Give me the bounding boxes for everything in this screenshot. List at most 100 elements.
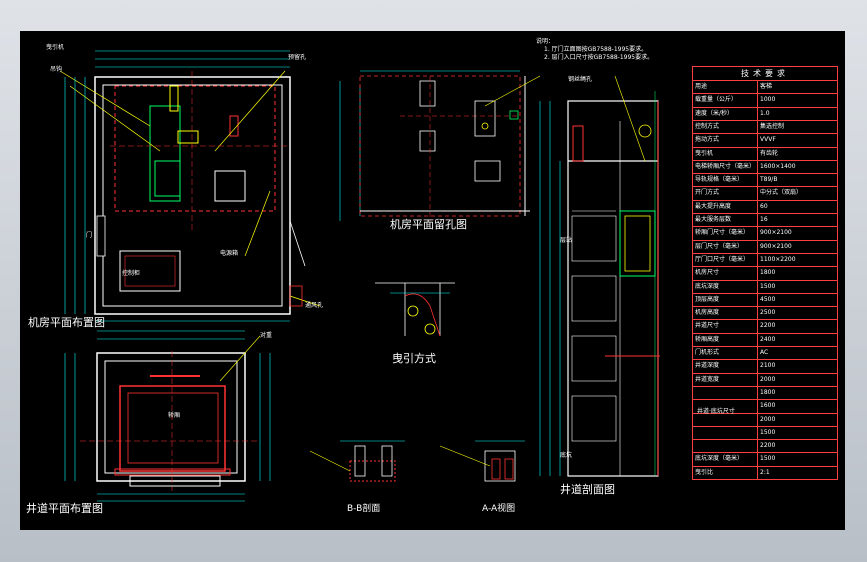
title-section-bb: B-B剖面 <box>347 504 381 514</box>
section-views-linework <box>309 440 525 482</box>
spec-row-label: 开门方式 <box>695 189 720 197</box>
spec-row-value: 1500 <box>760 282 776 290</box>
label-vent: 通风孔 <box>305 302 324 309</box>
spec-row: 厅门口尺寸（毫米） 1100×2200 <box>693 252 837 266</box>
spec-row: 轿厢门尺寸（毫米）900×2100 <box>693 226 837 239</box>
spec-row-label: 井道尺寸 <box>695 322 720 330</box>
spec-row-label: 拖动方式 <box>695 136 720 144</box>
traction-linework <box>375 282 455 337</box>
spec-row-value: AC <box>760 349 769 356</box>
label-hook: 吊钩 <box>50 66 63 73</box>
spec-row-label: 底坑深度 <box>695 282 720 290</box>
label-car: 轿厢 <box>168 412 181 419</box>
spec-row-value: 900×2100 <box>760 229 792 237</box>
spec-row-label: 门机形式 <box>695 349 720 356</box>
spec-row-label: 底坑深度（毫米） <box>695 455 744 463</box>
label-control-cabinet: 控制柜 <box>122 270 141 277</box>
spec-row-label: 控制方式 <box>695 122 720 130</box>
spec-row: 用途客梯 <box>693 80 837 93</box>
title-machine-room-plan: 机房平面布置图 <box>28 316 105 329</box>
spec-row: 底坑深度（毫米） 1500 <box>693 452 837 465</box>
note-line-2: 1. 厅门立面图按GB7588-1995要求。 <box>544 46 648 53</box>
spec-row: 2000 <box>693 412 837 426</box>
spec-row: 1600 <box>693 399 837 412</box>
spec-row-value: 2200 <box>760 442 776 450</box>
spec-row-label: 电梯轿厢尺寸（毫米） <box>695 162 756 170</box>
spec-row: 电梯轿厢尺寸（毫米）1600×1400 <box>693 159 837 173</box>
spec-row-value: 1500 <box>760 428 776 436</box>
spec-row: 控制方式 集选控制 <box>693 119 837 133</box>
spec-row-value: 1800 <box>760 388 776 396</box>
spec-row-value: 16 <box>760 216 768 223</box>
spec-row-value: 2:1 <box>760 468 770 476</box>
spec-table-title: 技术要求 <box>741 69 789 78</box>
spec-row-label: 厅门口尺寸（毫米） <box>695 255 750 263</box>
spec-row-label: 载重量（公斤） <box>695 96 738 104</box>
spec-row-value: 1600 <box>760 402 776 410</box>
title-hoistway-section: 井道剖面图 <box>560 483 615 496</box>
spec-row-label: 最大服务层数 <box>695 216 732 223</box>
spec-table: 技术要求 用途客梯载重量（公斤） 1000 速度（米/秒） 1.0 控制方式 集选控制拖动… <box>692 66 838 480</box>
spec-row: 层门尺寸（毫米） 900×2100 <box>693 239 837 253</box>
spec-row-label: 顶层高度 <box>695 295 720 303</box>
title-view-aa: A-A视图 <box>482 504 516 514</box>
spec-row: 拖动方式 VVVF <box>693 133 837 146</box>
spec-group-label: 井道·底坑尺寸 <box>697 408 735 415</box>
hoistway-section-linework <box>539 75 660 477</box>
spec-row: 载重量（公斤） 1000 <box>693 93 837 106</box>
spec-row-label: 速度（米/秒） <box>695 109 734 117</box>
spec-row-label: 层门尺寸（毫米） <box>695 242 744 250</box>
cad-drawing-canvas: 机房平面布置图 机房平面留孔图 曳引方式 井道平面布置图 井道剖面图 B-B剖面… <box>20 31 845 530</box>
spec-row-label: 机房高度 <box>695 309 720 317</box>
spec-row: 最大服务层数 16 <box>693 213 837 226</box>
spec-row-value: 1100×2200 <box>760 255 796 263</box>
spec-row: 曳引机 有齿轮 <box>693 146 837 160</box>
note-line-1: 说明： <box>536 38 555 45</box>
spec-row-value: 1.0 <box>760 109 770 117</box>
spec-row: 门机形式 AC <box>693 346 837 359</box>
spec-row: 机房高度 2500 <box>693 306 837 319</box>
spec-row-value: 集选控制 <box>760 122 785 130</box>
spec-row-value: 900×2100 <box>760 242 792 250</box>
spec-row-value: 有齿轮 <box>760 149 779 157</box>
spec-row: 井道尺寸 2200 <box>693 319 837 332</box>
spec-row: 最大提升高度 60 <box>693 199 837 213</box>
spec-row-value: 1800 <box>760 269 776 277</box>
spec-row: 导轨规格（毫米）T89/B <box>693 173 837 186</box>
spec-row-value: VVVF <box>760 136 776 144</box>
spec-row: 开门方式 中分式（双扇） <box>693 186 837 199</box>
label-floor: 层站 <box>560 237 573 244</box>
hole-plan-linework <box>339 70 541 221</box>
spec-row-value: 2200 <box>760 322 776 330</box>
spec-row-label: 最大提升高度 <box>695 202 732 210</box>
spec-row-value: 2500 <box>760 309 776 317</box>
spec-row-value: 中分式（双扇） <box>760 189 803 197</box>
machine-room-plan-linework <box>59 50 321 322</box>
spec-row: 速度（米/秒） 1.0 <box>693 106 837 120</box>
spec-row-value: 2000 <box>760 415 776 423</box>
label-rope-hole: 钢丝绳孔 <box>568 76 593 83</box>
spec-row-label: 机房尺寸 <box>695 269 720 277</box>
spec-row-value: 2000 <box>760 375 776 383</box>
spec-row-label: 导轨规格（毫米） <box>695 176 744 184</box>
label-machine: 曳引机 <box>46 44 65 51</box>
title-hoistway-plan: 井道平面布置图 <box>26 502 103 515</box>
title-machine-room-holes: 机房平面留孔图 <box>390 218 467 231</box>
spec-row: 井道深度 2100 <box>693 359 837 372</box>
spec-row-label: 曳引机 <box>695 149 714 157</box>
spec-row-label: 井道深度 <box>695 362 720 370</box>
spec-row-label: 井道宽度 <box>695 375 720 383</box>
spec-row-value: 1000 <box>760 96 776 104</box>
label-power-box: 电源箱 <box>220 250 239 257</box>
note-line-3: 2. 层门入口尺寸按GB7588-1995要求。 <box>544 54 654 61</box>
spec-row-value: 2100 <box>760 362 776 370</box>
spec-row-value: 1500 <box>760 455 776 463</box>
spec-row: 1500 <box>693 425 837 439</box>
spec-row-value: 60 <box>760 202 768 210</box>
spec-row-label: 用途 <box>695 83 708 90</box>
spec-row: 机房尺寸 1800 <box>693 266 837 279</box>
cad-linework <box>59 50 660 502</box>
spec-row-label: 曳引比 <box>695 468 714 476</box>
spec-row: 底坑深度 1500 <box>693 279 837 293</box>
